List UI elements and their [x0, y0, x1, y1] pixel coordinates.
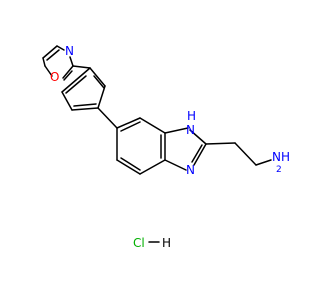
bond: [189, 129, 207, 145]
oxazole-oxygen: O: [50, 70, 59, 84]
bond: [46, 49, 60, 61]
chloride-label: Cl: [133, 236, 145, 250]
bond: [63, 70, 73, 81]
bond: [191, 144, 203, 163]
bond: [97, 107, 118, 129]
amine-subscript: 2: [276, 165, 282, 175]
bond: [71, 107, 99, 111]
bond: [93, 75, 105, 89]
oxazole-nitrogen: N: [65, 44, 74, 58]
bond: [42, 57, 46, 67]
bond: [193, 143, 207, 166]
bond: [69, 56, 74, 67]
atom-labels: N O H N N NH 2 Cl H: [50, 44, 290, 250]
bond: [62, 65, 74, 79]
bond: [116, 159, 141, 175]
bond: [97, 85, 106, 109]
bond: [164, 159, 187, 171]
structure-diagram: N O H N N NH 2 Cl H: [42, 44, 290, 250]
bond: [120, 157, 141, 171]
bond: [205, 142, 236, 145]
bond: [61, 67, 91, 93]
amine-nh: NH: [272, 150, 290, 164]
bond: [42, 45, 58, 59]
imidazole-nh-hydrogen: H: [187, 109, 196, 123]
bond: [234, 142, 257, 166]
bonds: [42, 45, 272, 243]
bond: [139, 159, 166, 175]
bond: [89, 67, 106, 87]
bond: [255, 159, 272, 166]
bond: [120, 121, 141, 132]
imidazole-nitrogen: N: [186, 163, 195, 177]
bond: [73, 103, 97, 107]
imidazole-nh-nitrogen: N: [186, 123, 195, 137]
salt-hydrogen-label: H: [162, 236, 171, 250]
bond: [61, 91, 73, 111]
bond: [116, 117, 141, 129]
bond: [44, 65, 53, 77]
molecule-canvas: N O H N N NH 2 Cl H: [42, 44, 290, 250]
bond: [72, 65, 91, 69]
bond: [164, 127, 189, 134]
bond: [139, 117, 166, 134]
bond: [56, 45, 65, 51]
bond: [65, 75, 87, 94]
